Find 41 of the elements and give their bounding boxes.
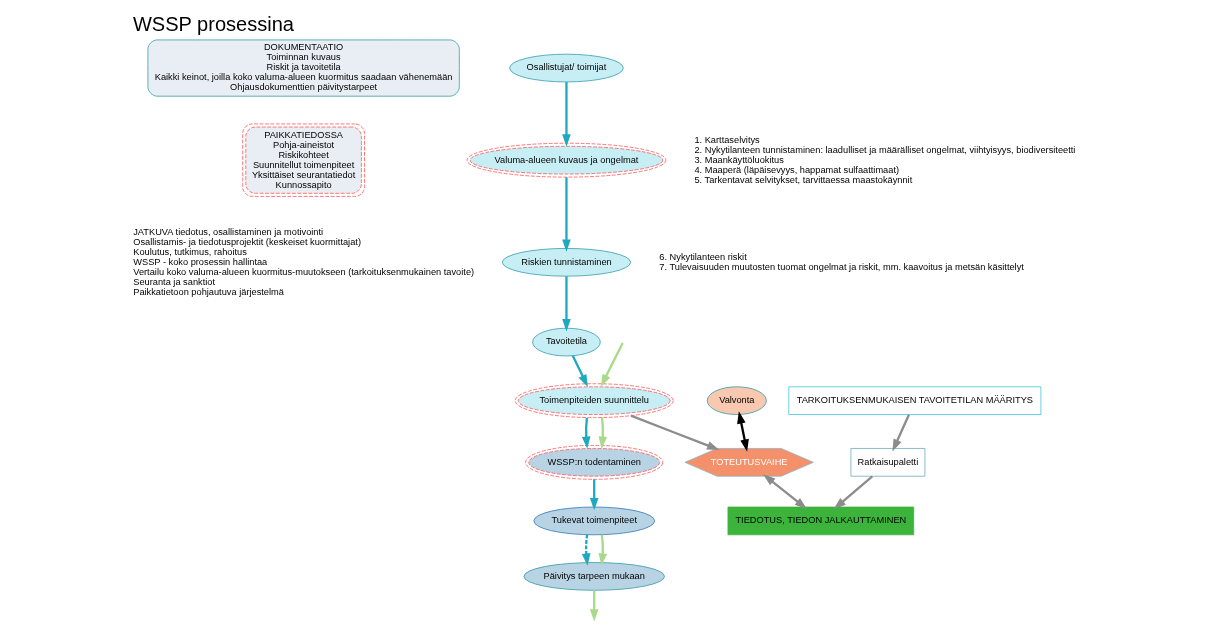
node-ellipse: Tavoitetila (532, 327, 601, 357)
label: Vertailu koko valuma-alueen kuormitus-muutokseen (tarkoituksenmukainen tavoite) (133, 266, 475, 277)
node-label: 4. Maaperä (läpäisevyys, happamat sulfaattimaat) (694, 164, 900, 175)
arrow (562, 82, 571, 147)
node-box: TARKOITUKSENMUKAISEN TAVOITETILAN MÄÄRITYS (788, 386, 1042, 415)
label: Koulutus, tutkimus, rahoitus (133, 246, 247, 257)
node-label: 3. Maankäyttöluokitus (694, 154, 784, 165)
arrow (763, 474, 808, 510)
arrow (589, 590, 599, 622)
node-label: 2. Nykytilanteen tunnistaminen: laadulliset ja määrälliset ongelmat, viihtyisyys, biodiversiteetti (694, 144, 1076, 155)
label: WSSP - koko prosessin hallintaa (133, 256, 268, 267)
arrow (598, 534, 608, 566)
node-ellipse: Päivitys tarpeen mukaan (523, 562, 665, 591)
label: Osallistamis- ja tiedotusprojektit (keskeiset kuormittajat) (133, 236, 361, 247)
arrow (892, 414, 910, 452)
node-label: 1. Karttaselvitys (694, 134, 760, 145)
arrow (600, 342, 624, 387)
arrow (571, 355, 588, 387)
node-label: 7. Tulevaisuuden muutosten tuomat ongelmat ja riskit, mm. kaavoitus ja metsän käsittelyt (659, 261, 1024, 272)
arrow (581, 534, 591, 566)
node-label: 6. Nykytilanteen riskit (659, 251, 747, 262)
node-ellipse: Tukevat toimenpiteet (533, 506, 655, 536)
arrow (589, 479, 599, 511)
arrow (562, 276, 571, 332)
node-ellipse: Valvonta (706, 386, 767, 415)
arrow (630, 414, 720, 450)
node-ellipse: Riskien tunnistaminen (501, 248, 631, 277)
node-ellipse: Osallistujat/ toimijat (509, 53, 624, 83)
arrow (737, 411, 749, 452)
node-label: 5. Tarkentavat selvitykset, tarvittaessa maastokäynnit (694, 174, 913, 185)
node-box: DOKUMENTAATIO Toiminnan kuvaus Riskit ja tavoitetila Kaikki keinot, joilla koko valuma-alueen kuormitus saadaan vähenemään Ohjausdokumenttien päivitystarpeet (147, 39, 460, 97)
label: Paikkatietoon pohjautuva järjestelmä (133, 286, 284, 297)
arrow (562, 177, 571, 252)
node-box: Ratkaisupaletti (850, 448, 926, 477)
label: JATKUVA tiedotus, osallistaminen ja motivointi (133, 226, 324, 237)
arrow (833, 475, 874, 510)
node-box: TIEDOTUS, TIEDON JALKAUTTAMINEN (727, 506, 915, 536)
diagram-title: WSSP prosessina (132, 12, 294, 35)
arrow (581, 417, 591, 449)
arrow (598, 417, 608, 449)
label: Seuranta ja sanktiot (133, 276, 216, 287)
